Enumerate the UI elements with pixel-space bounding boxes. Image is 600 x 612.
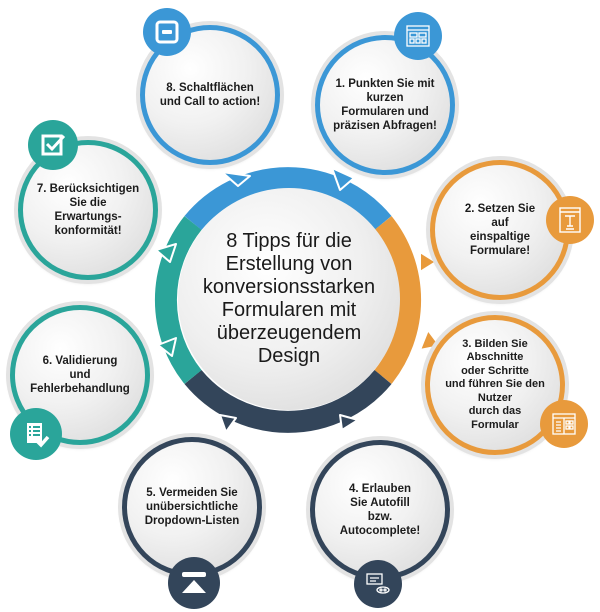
dropdown-eject-icon [168, 557, 220, 609]
tip-3-text: 3. Bilden Sie Abschnitte oder Schritte u… [445, 337, 545, 431]
tip-1-bubble: 1. Punkten Sie mit kurzen Formularen und… [315, 35, 455, 175]
multi-step-form-icon [540, 400, 588, 448]
checkbox-icon [28, 120, 78, 170]
tip-8-text: 8. Schaltflächen und Call to action! [159, 82, 261, 108]
tip-2-text: 2. Setzen Sie auf einspaltige Formulare! [464, 203, 536, 257]
tip-5-bubble: 5. Vermeiden Sie unübersichtliche Dropdo… [122, 437, 262, 577]
autofill-chat-icon [354, 560, 402, 608]
center-title-disc: 8 Tipps für die Erstellung von konversio… [178, 188, 400, 410]
tip-5-text: 5. Vermeiden Sie unübersichtliche Dropdo… [144, 487, 240, 527]
tip-7-text: 7. Berücksichtigen Sie die Erwartungs- k… [36, 183, 140, 237]
tip-6-bubble: 6. Validierung und Fehlerbehandlung [10, 305, 150, 445]
center-title: 8 Tipps für die Erstellung von konversio… [202, 230, 376, 367]
tip-6-text: 6. Validierung und Fehlerbehandlung [30, 355, 130, 395]
tip-4-bubble: 4. Erlauben Sie Autofill bzw. Autocomple… [310, 440, 450, 580]
form-layout-icon [394, 12, 442, 60]
text-field-icon [546, 196, 594, 244]
tip-1-text: 1. Punkten Sie mit kurzen Formularen und… [333, 78, 437, 132]
checklist-validate-icon [10, 408, 62, 460]
tip-4-text: 4. Erlauben Sie Autofill bzw. Autocomple… [339, 483, 421, 537]
button-icon [143, 8, 191, 56]
